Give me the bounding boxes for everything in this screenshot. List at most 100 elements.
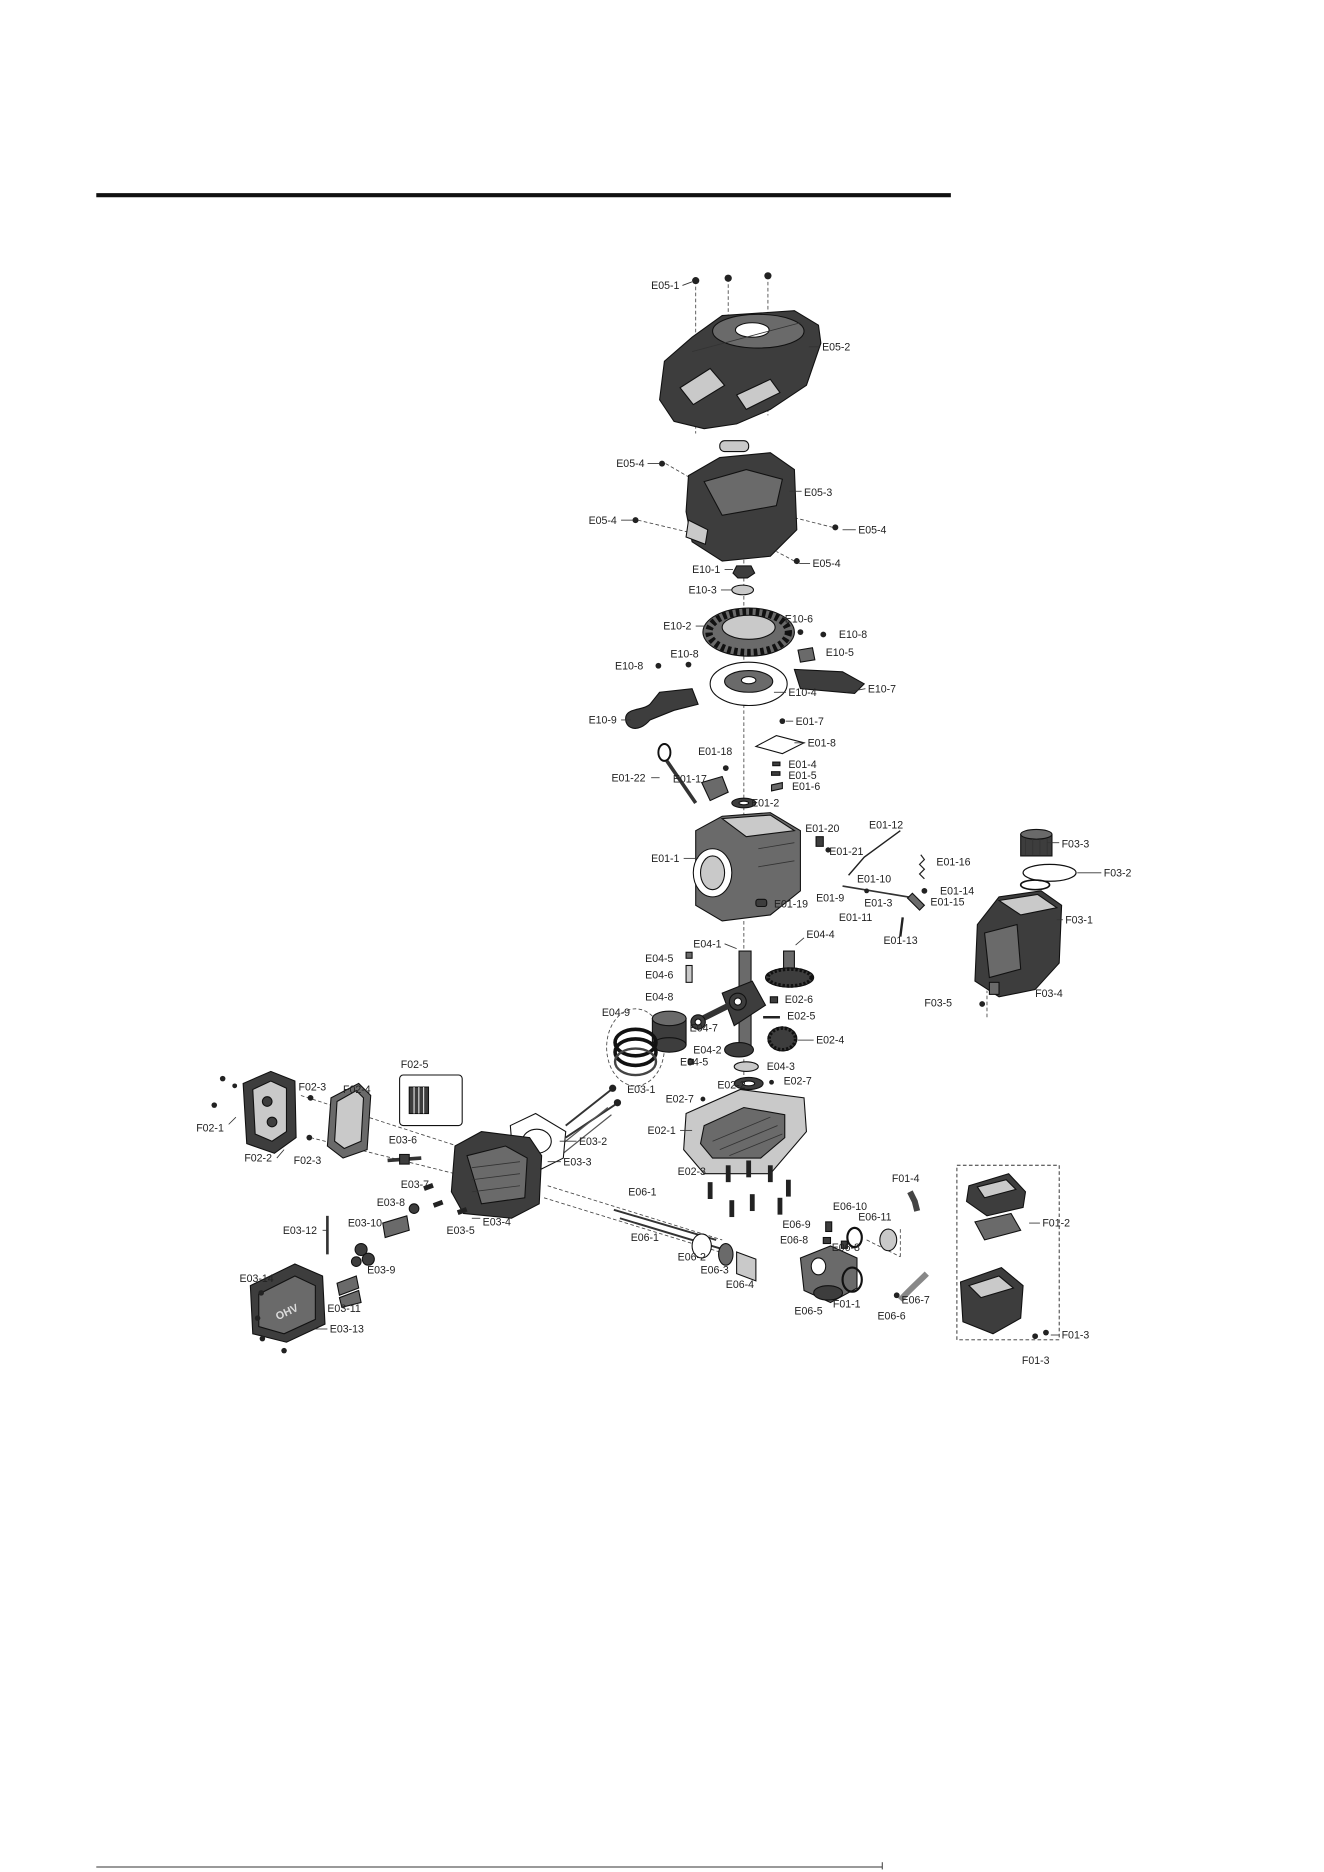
part-label: E03-11	[327, 1303, 360, 1315]
part-label: E06-6	[877, 1310, 905, 1322]
part-label: E06-4	[726, 1279, 754, 1291]
flywheel-nut-washer	[731, 565, 756, 596]
part-label: E10-6	[785, 613, 813, 625]
part-label: E03-14	[240, 1273, 274, 1285]
spark-plug	[387, 1153, 422, 1165]
part-label: E10-9	[589, 715, 617, 727]
part-label: E10-8	[615, 660, 643, 672]
part-label: E10-8	[670, 648, 698, 660]
part-label: E01-9	[816, 893, 844, 905]
part-label: E03-1	[627, 1084, 655, 1096]
valve-cover: OHV	[249, 1263, 326, 1354]
part-label: E01-21	[829, 846, 863, 858]
part-label: E01-15	[930, 896, 964, 908]
part-label: E04-5	[680, 1056, 708, 1068]
part-label: E03-6	[389, 1135, 417, 1147]
cylinder-head	[450, 1131, 543, 1219]
fuel-line	[841, 1190, 929, 1303]
leader-lines	[228, 281, 1102, 1336]
part-label: E05-4	[858, 524, 886, 536]
part-label: E06-8	[780, 1235, 808, 1247]
part-label: F03-2	[1104, 867, 1132, 879]
part-label: E06-8	[832, 1242, 860, 1254]
part-label: E04-6	[645, 970, 673, 982]
fuel-cap	[1020, 828, 1053, 857]
breather-cover	[754, 718, 806, 792]
fuel-tank	[974, 890, 1063, 1007]
part-label: E03-4	[483, 1216, 511, 1228]
part-label: E06-7	[902, 1295, 930, 1307]
part-label: E10-2	[663, 621, 691, 633]
part-label: E03-10	[348, 1218, 382, 1230]
part-label: F02-2	[244, 1153, 272, 1165]
part-label: E01-11	[839, 912, 872, 924]
valve-train	[326, 1183, 468, 1308]
part-label: E01-1	[651, 853, 679, 865]
part-label: E06-2	[678, 1251, 706, 1263]
part-label: E05-1	[651, 280, 679, 292]
part-label: E04-4	[806, 929, 834, 941]
part-label: F02-3	[299, 1082, 327, 1094]
part-label: E02-2	[717, 1079, 745, 1091]
part-labels: E05-1 E05-2 E05-4 E05-3 E05-4 E05-4 E05-…	[196, 280, 1131, 1367]
part-label: E01-12	[869, 819, 903, 831]
part-label: E03-12	[283, 1225, 317, 1237]
part-label: E01-3	[864, 898, 892, 910]
part-label: E10-7	[868, 683, 896, 695]
part-label: E02-4	[816, 1035, 844, 1047]
part-label: F03-5	[924, 997, 952, 1009]
part-label: E01-8	[808, 737, 836, 749]
part-label: F01-2	[1042, 1218, 1070, 1230]
part-label: E01-10	[857, 873, 891, 885]
blower-housing	[659, 310, 822, 430]
connecting-rod	[690, 992, 747, 1030]
sump-base	[683, 1088, 807, 1175]
part-label: F03-3	[1062, 839, 1090, 851]
part-label: E02-1	[648, 1125, 676, 1137]
part-label: E01-16	[936, 857, 970, 869]
part-label: E02-7	[666, 1094, 694, 1106]
governor-linkage	[755, 830, 928, 937]
part-label: E04-3	[767, 1061, 795, 1073]
part-label: E03-3	[563, 1156, 591, 1168]
part-label: E02-3	[678, 1166, 706, 1178]
label-plate	[399, 1074, 463, 1127]
part-label: E01-2	[751, 798, 779, 810]
piston-rings	[613, 1027, 658, 1077]
fan-plate	[709, 661, 788, 707]
part-label: F01-3	[1062, 1330, 1090, 1342]
part-label: E04-8	[645, 991, 673, 1003]
ignition-wire	[625, 688, 699, 729]
part-label: E05-4	[589, 515, 617, 527]
part-label: E05-4	[616, 458, 644, 470]
part-label: F02-5	[401, 1059, 429, 1071]
part-label: E02-6	[785, 994, 813, 1006]
oil-seal-top	[731, 797, 757, 809]
part-label: F01-4	[892, 1173, 920, 1185]
part-label: E01-14	[940, 885, 974, 897]
part-label: E01-5	[788, 770, 816, 782]
part-label: E03-2	[579, 1136, 607, 1148]
part-label: E04-2	[693, 1044, 721, 1056]
part-label: E05-3	[804, 487, 832, 499]
part-label: E06-9	[782, 1219, 810, 1231]
carburetor	[799, 1221, 898, 1304]
carburetor-spacers	[691, 1233, 757, 1282]
heat-shield	[326, 1082, 372, 1159]
part-label: E01-4	[788, 759, 816, 771]
part-label: E03-8	[377, 1197, 405, 1209]
part-label: E01-19	[774, 899, 808, 911]
part-label: E06-11	[858, 1212, 891, 1224]
part-label: E04-5	[645, 953, 673, 965]
part-label: E04-7	[690, 1023, 718, 1035]
part-label: E06-1	[628, 1186, 656, 1198]
sump-bolts	[707, 1160, 791, 1218]
part-label: E10-1	[692, 564, 720, 576]
part-label: E06-1	[631, 1232, 659, 1244]
part-label: E06-5	[794, 1306, 822, 1318]
part-label: E03-9	[367, 1265, 395, 1277]
part-label: E04-1	[693, 938, 721, 950]
crankcase	[692, 812, 801, 922]
part-label: E01-7	[796, 716, 824, 728]
